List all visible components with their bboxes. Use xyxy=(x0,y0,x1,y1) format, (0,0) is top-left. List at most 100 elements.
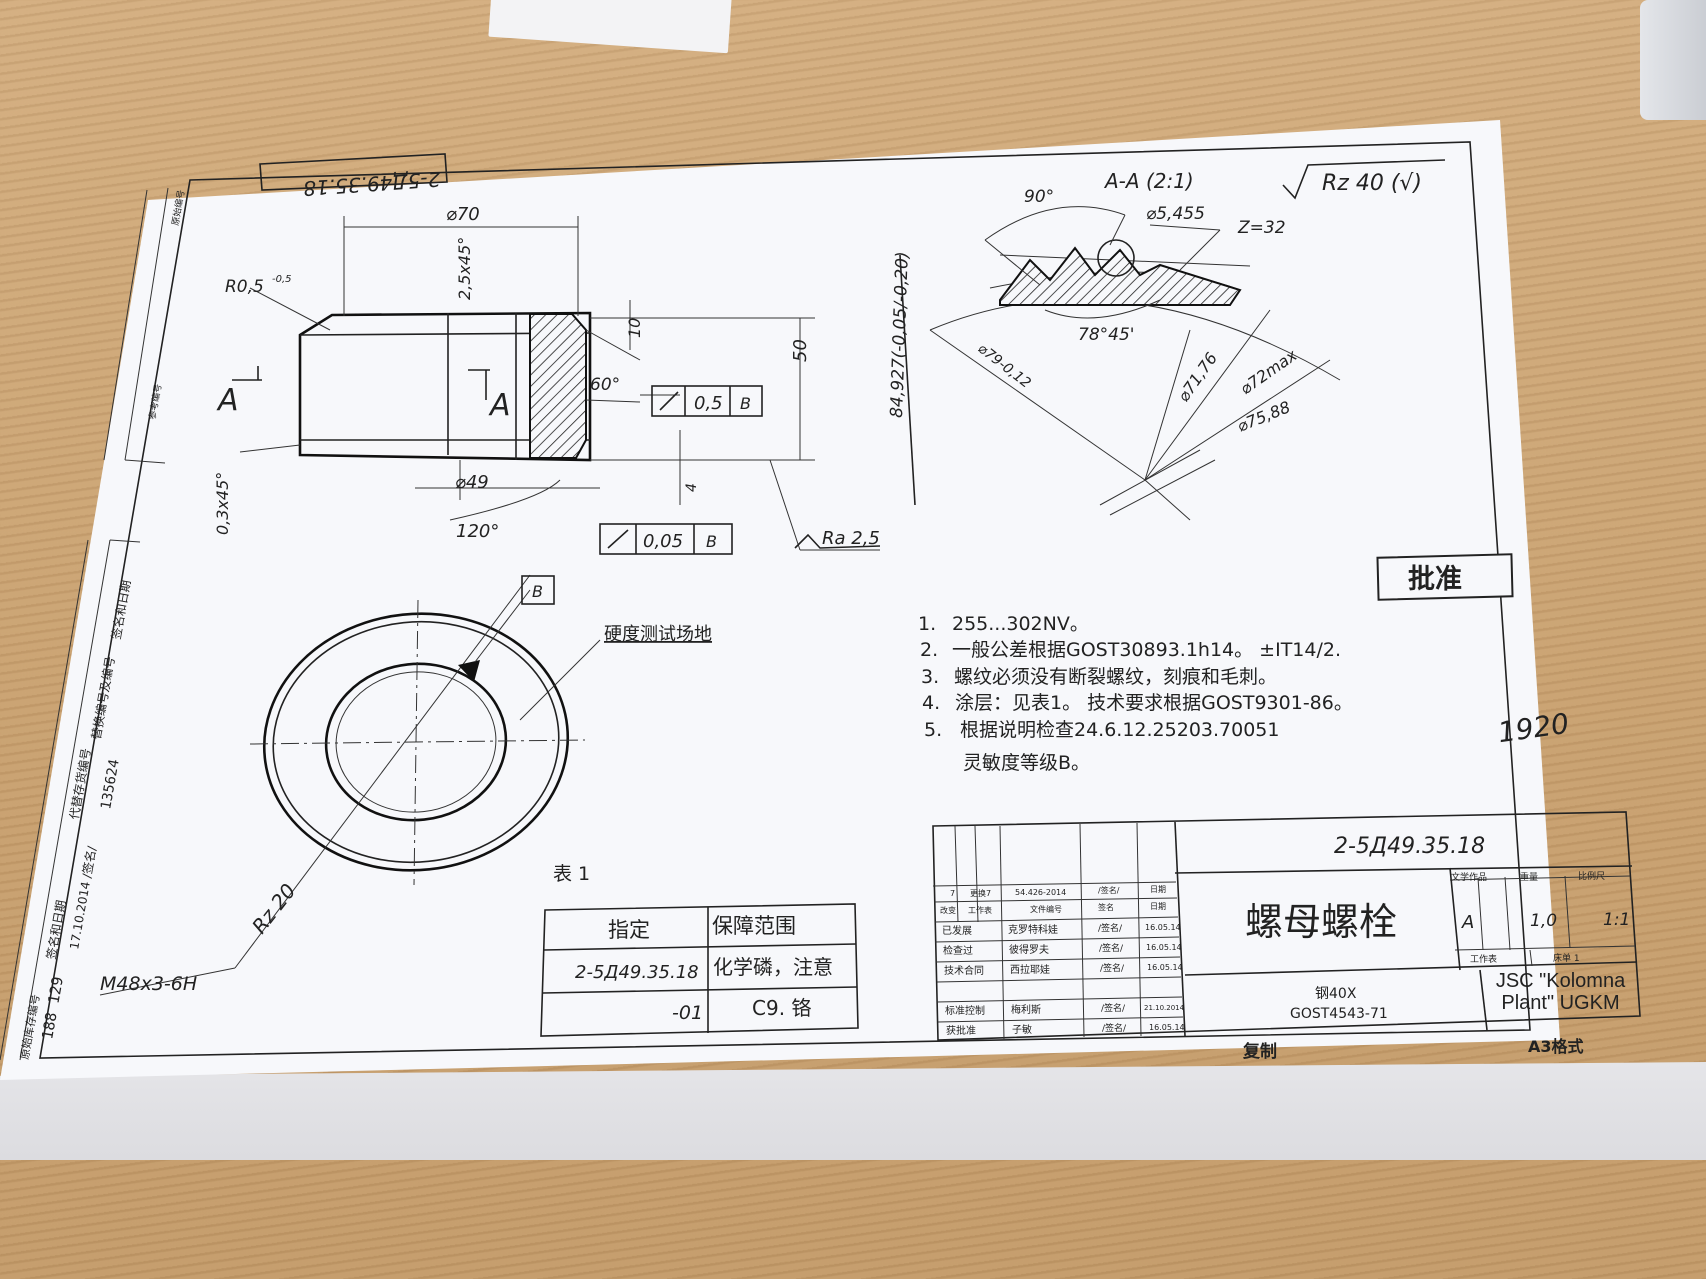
role-1: 已发展 xyxy=(942,924,972,937)
role-2: 检查过 xyxy=(943,944,973,957)
dim-10: 10 xyxy=(625,318,644,338)
title-mass-header: 重量 xyxy=(1520,871,1538,883)
role-5-date: 16.05.14 xyxy=(1149,1023,1185,1032)
plan-datum-box xyxy=(521,575,555,605)
plan-thread: M48x3-6H xyxy=(100,973,197,995)
tolerance-frame-1 xyxy=(651,385,763,417)
table1-grid xyxy=(540,903,859,1037)
note-3-text: 螺纹必须没有断裂螺纹，刻痕和毛刺。 xyxy=(954,666,1277,688)
chg-cell-4: /签名/ xyxy=(1098,885,1120,895)
section-aa-view xyxy=(899,206,1341,521)
plan-datum-label: B xyxy=(532,582,543,601)
table1-r2c1: -01 xyxy=(672,1002,703,1024)
role-3: 技术合同 xyxy=(944,964,984,977)
role-4-sig: /签名/ xyxy=(1101,1002,1126,1014)
table1-header-2: 保障范围 xyxy=(712,914,796,938)
table1-header-1: 指定 xyxy=(608,918,650,942)
tol-frame-2-value: 0,05 xyxy=(643,531,683,552)
notes-block: 1. 255...302NV。 2. 一般公差根据GOST30893.1h14。… xyxy=(918,613,1353,774)
title-part-name: 螺母螺栓 xyxy=(1245,900,1397,944)
surface-finish-text: Rz 40 (√) xyxy=(1322,171,1422,196)
note-2-text: 一般公差根据GOST30893.1h14。 ±IT14/2. xyxy=(952,639,1341,661)
role-1-sig: /签名/ xyxy=(1098,922,1123,934)
section-teeth: Z=32 xyxy=(1237,218,1286,238)
title-lit-value: A xyxy=(1461,912,1474,933)
paper-stack xyxy=(0,1062,1706,1160)
section-angle-90: 90° xyxy=(1024,187,1054,207)
tol-frame-1-value: 0,5 xyxy=(694,393,723,414)
plan-view xyxy=(99,574,601,996)
title-copy-label: 复制 xyxy=(1242,1041,1277,1062)
left-strip xyxy=(0,187,169,1061)
title-lit-header: 文学作品 xyxy=(1451,871,1487,883)
title-scale-header: 比例尺 xyxy=(1578,870,1605,882)
role-1-date: 16.05.14 xyxy=(1145,923,1181,932)
chg-cell-1: 7 xyxy=(950,889,955,898)
tol-frame-2-datum: B xyxy=(706,532,717,551)
note-4-text: 涂层：见表1。 技术要求根据GOST9301-86。 xyxy=(955,692,1353,714)
approval-stamp-text: 批准 xyxy=(1408,564,1462,595)
title-sheets-label: 床单 1 xyxy=(1553,952,1580,964)
title-company-wrap: JSC "Kolomna Plant" UGKM xyxy=(1495,970,1626,1014)
note-3-num: 3. xyxy=(921,666,939,688)
role-4-name: 梅利斯 xyxy=(1011,1003,1041,1016)
role-4-date: 21.10.2014 xyxy=(1144,1004,1185,1012)
dim-50: 50 xyxy=(790,339,811,362)
section-mark-left: A xyxy=(216,383,239,418)
desk-device xyxy=(1640,0,1706,120)
title-company: JSC "Kolomna Plant" UGKM xyxy=(1495,970,1626,1014)
chg-cell-3: 54.426-2014 xyxy=(1015,888,1066,897)
dim-dia-49: ⌀49 xyxy=(455,472,489,493)
title-scale-value: 1:1 xyxy=(1603,910,1630,930)
note-5-cont: 灵敏度等级B。 xyxy=(963,752,1090,774)
title-material-std: GOST4543-71 xyxy=(1290,1006,1388,1022)
paper-sheet xyxy=(0,120,1560,1080)
note-5-num: 5. xyxy=(924,719,942,741)
table1-r1c2: 化学磷，注意 xyxy=(713,955,833,979)
title-sheet-label: 工作表 xyxy=(1470,953,1497,965)
roughness-symbol xyxy=(794,533,881,549)
hdr-cell-1: 改变 xyxy=(940,905,956,915)
elevation-view xyxy=(232,216,880,551)
tol-frame-1-datum: B xyxy=(740,394,751,413)
role-4: 标准控制 xyxy=(945,1004,985,1017)
chg-cell-2: 更换7 xyxy=(970,888,991,898)
tolerance-frame-2 xyxy=(599,523,733,555)
dim-angle-60: 60° xyxy=(590,375,620,395)
note-4-num: 4. xyxy=(922,692,940,714)
role-5: 获批准 xyxy=(946,1024,976,1037)
role-5-sig: /签名/ xyxy=(1102,1022,1127,1034)
table1-r1c1: 2-5Д49.35.18 xyxy=(575,962,699,983)
dim-chamfer-top: 2,5x45° xyxy=(455,237,474,300)
hdr-cell-4: 签名 xyxy=(1098,902,1114,912)
dim-radius: R0,5 xyxy=(225,277,264,297)
section-dia-ball: ⌀5,455 xyxy=(1146,204,1205,224)
hdr-cell-3: 文件编号 xyxy=(1030,904,1062,914)
title-roles: 已发展 克罗特科娃 /签名/ 16.05.14 检查过 彼得罗夫 /签名/ 16… xyxy=(942,922,1185,1037)
section-angle-flank: 78°45' xyxy=(1078,325,1134,345)
title-doc-code: 2-5Д49.35.18 xyxy=(1334,834,1485,859)
dim-angle-120: 120° xyxy=(456,521,499,542)
role-2-name: 彼得罗夫 xyxy=(1009,943,1049,956)
role-3-name: 西拉耶娃 xyxy=(1010,963,1050,976)
dim-radius-tol: -0,5 xyxy=(272,274,292,285)
chg-cell-5: 日期 xyxy=(1150,885,1166,894)
title-material: 钢40X xyxy=(1315,986,1357,1002)
role-2-sig: /签名/ xyxy=(1099,942,1124,954)
role-5-name: 子敏 xyxy=(1012,1023,1032,1036)
dim-4: 4 xyxy=(684,483,700,492)
hdr-cell-5: 日期 xyxy=(1150,902,1166,911)
note-2-num: 2. xyxy=(920,639,938,661)
section-title: A-A (2:1) xyxy=(1103,169,1194,193)
plan-hardness-label: 硬度测试场地 xyxy=(604,624,712,645)
surface-finish-symbol xyxy=(1282,159,1446,200)
note-1-num: 1. xyxy=(918,613,936,635)
role-1-name: 克罗特科娃 xyxy=(1008,923,1058,936)
note-1-text: 255...302NV。 xyxy=(952,613,1089,635)
role-2-date: 16.05.14 xyxy=(1146,943,1182,952)
drawing-frame xyxy=(39,141,1531,1059)
approval-stamp-box xyxy=(1376,553,1514,601)
section-mark-right: A xyxy=(488,388,511,423)
table1-caption: 表 1 xyxy=(553,863,590,885)
